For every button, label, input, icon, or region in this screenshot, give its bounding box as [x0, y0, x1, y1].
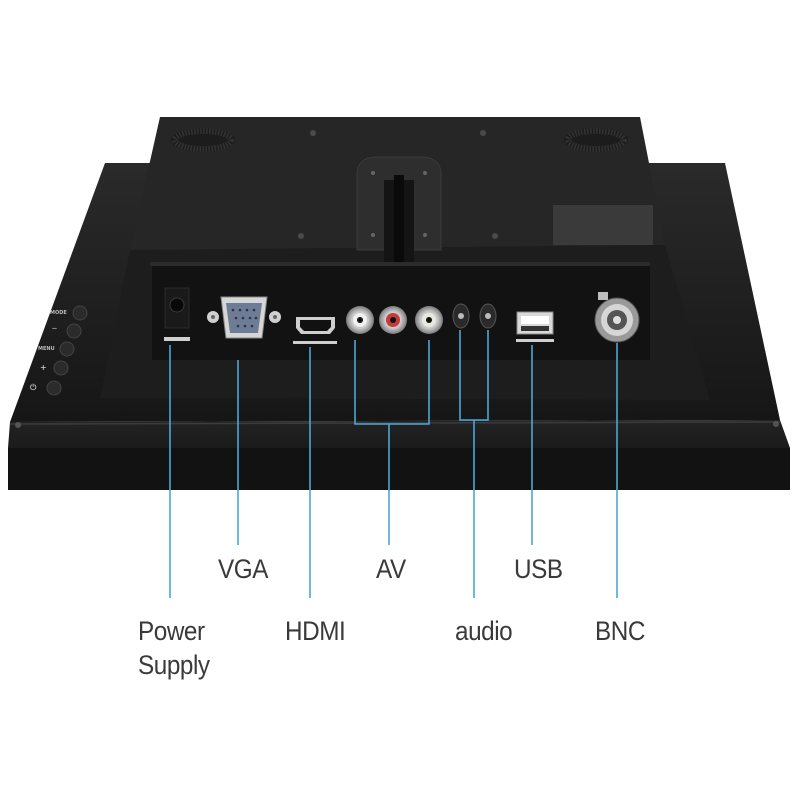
leader-lines [169, 330, 618, 598]
audio-port-group [452, 303, 497, 329]
minus-button-label: — [52, 326, 57, 332]
minus-button[interactable] [66, 323, 82, 339]
label-audio: audio [455, 616, 513, 646]
plus-button-label: + [40, 363, 47, 372]
usb-port [516, 311, 554, 342]
bnc-port [594, 292, 640, 343]
bracket-av [354, 340, 430, 425]
label-power-supply-line2: Supply [138, 650, 210, 680]
speaker-grille-left [171, 128, 235, 152]
label-usb: USB [514, 554, 563, 584]
label-av: AV [376, 554, 406, 584]
mode-button[interactable] [72, 305, 88, 321]
power-button-label: ⏻ [30, 383, 37, 392]
mode-button-label: MODE [50, 310, 67, 316]
av-port-red [379, 306, 407, 334]
audio-port-1 [452, 303, 470, 329]
stand-bracket [356, 156, 442, 270]
vga-port [207, 296, 281, 339]
label-power-supply: Power Supply [138, 614, 219, 682]
label-bnc: BNC [595, 616, 645, 646]
av-port-white [346, 306, 374, 334]
sticker-label [553, 205, 653, 245]
plus-button[interactable] [53, 360, 69, 376]
label-hdmi: HDMI [285, 616, 346, 646]
side-buttons [46, 305, 88, 396]
audio-port-2 [479, 303, 497, 329]
menu-button-label: MENU [38, 346, 55, 352]
speaker-grille-right [564, 128, 628, 152]
label-power-supply-line1: Power [138, 616, 205, 646]
label-vga: VGA [218, 554, 268, 584]
av-port-yellow [415, 306, 443, 334]
power-supply-port [164, 287, 190, 341]
io-panel [150, 262, 650, 360]
av-port-group [346, 306, 443, 334]
power-button[interactable] [46, 380, 62, 396]
hdmi-port [293, 317, 337, 344]
menu-button[interactable] [59, 341, 75, 357]
